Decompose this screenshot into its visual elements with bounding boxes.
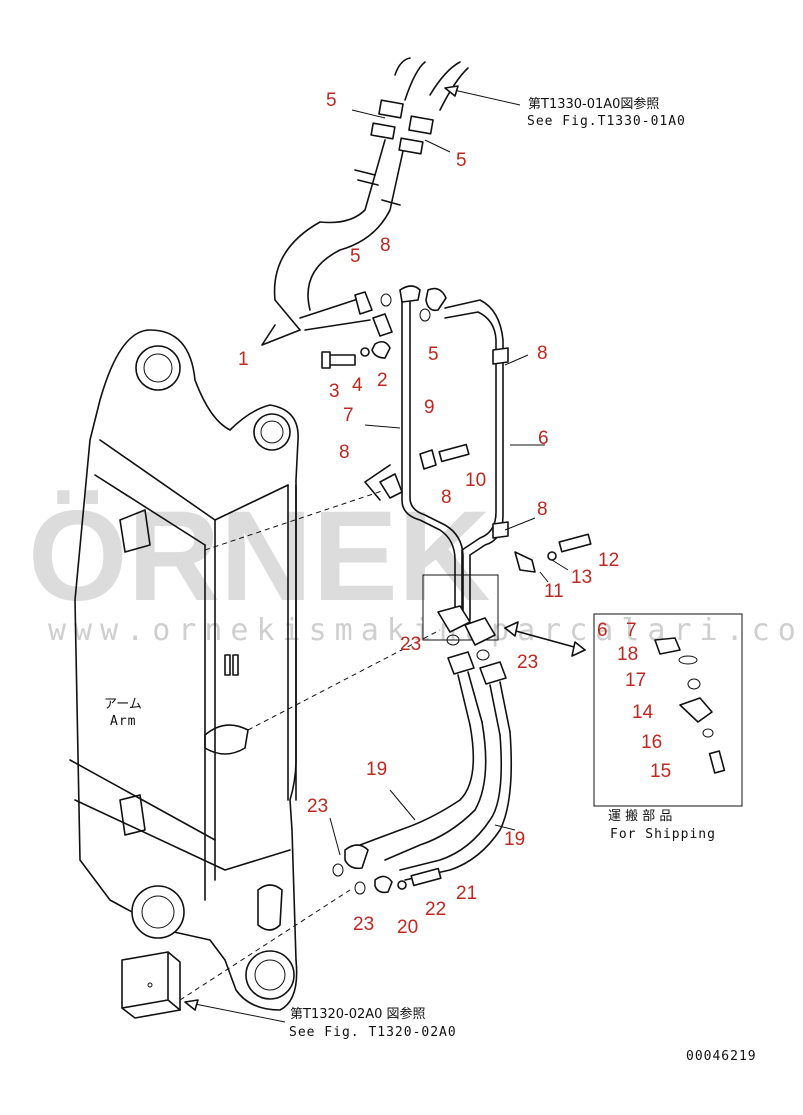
label-11: 11 (544, 581, 564, 602)
label-8-b: 8 (537, 343, 548, 364)
label-17: 17 (625, 670, 646, 691)
label-23-c: 23 (307, 796, 328, 817)
label-21: 21 (456, 883, 477, 904)
part-labels: 5 5 8 5 5 1 2 3 4 8 7 9 6 8 10 8 8 12 13… (238, 90, 671, 938)
label-10: 10 (465, 470, 486, 491)
label-8-c: 8 (339, 442, 350, 463)
label-7-shipping: 7 (626, 620, 637, 641)
label-14: 14 (632, 702, 654, 723)
label-13: 13 (571, 567, 592, 588)
drawing-number: 00046219 (686, 1049, 757, 1064)
arm-label-jp: アーム (104, 697, 142, 712)
label-8-a: 8 (380, 235, 391, 256)
label-15: 15 (650, 761, 671, 782)
label-23-b: 23 (517, 652, 538, 673)
clamps (364, 347, 592, 573)
ref-bottom-jp: 第T1320-02A0 図参照 (290, 1006, 426, 1022)
label-5-d: 5 (428, 344, 439, 365)
hose-assembly-bottom (344, 651, 513, 894)
label-18: 18 (617, 644, 638, 665)
label-19-a: 19 (366, 759, 387, 780)
watermark-url: www.ornekismakinaparcalari.com.tr (48, 613, 803, 648)
watermark-brand: ÖRNEK (28, 485, 490, 628)
label-5-b: 5 (456, 150, 467, 171)
arm-label-en: Arm (110, 714, 136, 729)
shipping-box-en: For Shipping (610, 827, 716, 842)
label-23-a: 23 (400, 634, 421, 655)
ref-top-jp: 第T1330-01A0図参照 (528, 96, 659, 112)
label-1: 1 (238, 349, 249, 370)
shipping-box-jp: 運 搬 部 品 (608, 809, 672, 824)
reference-block (121, 951, 181, 1019)
label-4: 4 (352, 375, 363, 396)
label-8-e: 8 (537, 499, 548, 520)
label-8-d: 8 (441, 487, 452, 508)
label-23-d: 23 (353, 914, 374, 935)
label-22: 22 (425, 899, 446, 920)
ref-top-en: See Fig.T1330-01A0 (527, 114, 686, 129)
hose-assembly-top (261, 57, 469, 346)
label-leaders (329, 109, 569, 856)
label-5-c: 5 (350, 246, 361, 267)
ref-bottom-en: See Fig. T1320-02A0 (289, 1025, 457, 1040)
label-19-b: 19 (504, 829, 525, 850)
label-20: 20 (397, 917, 418, 938)
label-12: 12 (598, 550, 619, 571)
label-9: 9 (424, 397, 435, 418)
label-3: 3 (329, 381, 340, 402)
shipping-box: 運 搬 部 品 For Shipping (593, 613, 743, 842)
leader-arrows (184, 85, 586, 1023)
arm-body: アーム Arm (69, 329, 441, 1011)
label-2: 2 (377, 370, 388, 391)
o-rings (332, 293, 490, 895)
label-6: 6 (538, 428, 549, 449)
label-6-shipping: 6 (597, 620, 608, 641)
tubes (399, 285, 504, 646)
figure-references: 第T1330-01A0図参照 See Fig.T1330-01A0 第T1320… (289, 96, 757, 1064)
label-5-a: 5 (326, 90, 337, 111)
label-16: 16 (641, 732, 662, 753)
label-7: 7 (343, 405, 354, 426)
fasteners-upper (321, 340, 391, 369)
